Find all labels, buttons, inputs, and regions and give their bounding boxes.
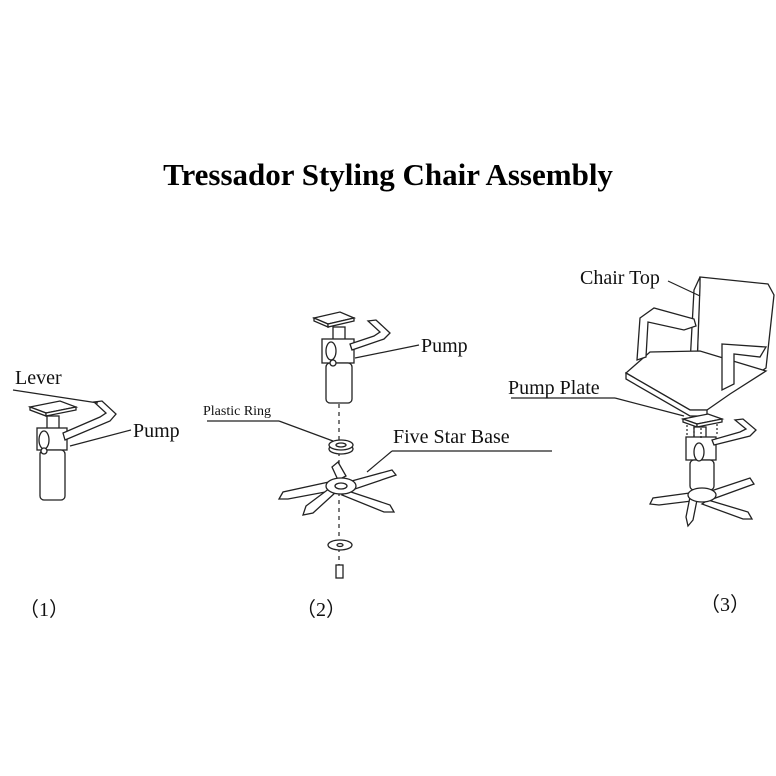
step2-leader-lines	[207, 344, 552, 473]
step-number-2: （2）	[296, 599, 346, 621]
lever-label: Lever	[15, 367, 62, 389]
step3-leader-lines	[511, 280, 701, 417]
five-star-base-label: Five Star Base	[393, 426, 510, 448]
plastic-ring-label: Plastic Ring	[203, 404, 272, 419]
pump-label-step2: Pump	[421, 335, 468, 357]
step1-leader-lines	[12, 389, 132, 447]
step1-pump-illustration	[27, 400, 117, 501]
step2-plastic-ring-illustration	[328, 439, 354, 455]
step-number-1: （1）	[19, 599, 69, 621]
step2-five-star-base-illustration	[277, 461, 398, 516]
step2-bolt-illustration	[327, 539, 353, 579]
chair-top-label: Chair Top	[580, 267, 660, 289]
step-number-3: （3）	[700, 594, 750, 616]
step3-chair-illustration	[624, 276, 775, 528]
diagram-title: Tressador Styling Chair Assembly	[163, 157, 613, 192]
step2-pump-illustration	[311, 311, 391, 404]
pump-plate-label: Pump Plate	[508, 377, 600, 399]
pump-label-step1: Pump	[133, 420, 180, 442]
